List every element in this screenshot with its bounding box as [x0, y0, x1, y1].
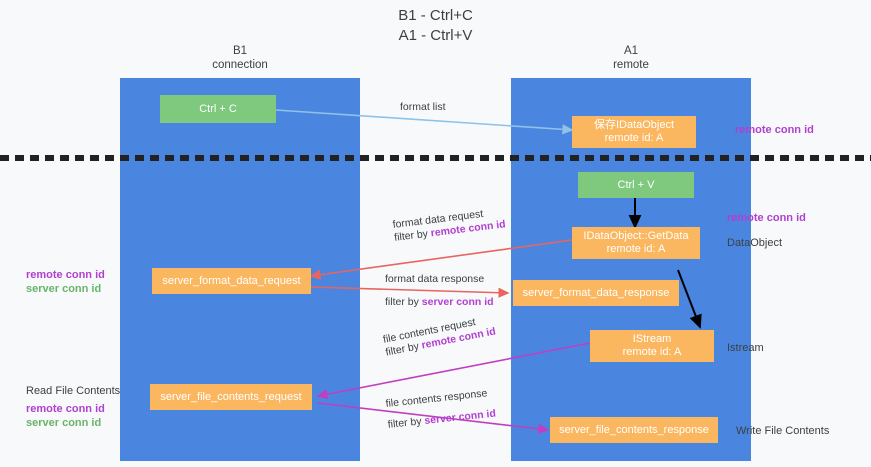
node-idataobject-getdata-line1: IDataObject::GetData	[583, 230, 689, 242]
annotation-right-remote-conn-id-top: remote conn id	[735, 123, 814, 137]
node-ctrl-v[interactable]: Ctrl + V	[578, 172, 694, 198]
annotation-text: remote conn id	[26, 269, 105, 281]
annotation-text: DataObject	[727, 237, 783, 249]
annotation-text: Istream	[727, 342, 764, 354]
edge-label-format-data-response: format data response filter by server co…	[385, 273, 494, 309]
node-server-format-data-request-label: server_format_data_request	[162, 274, 301, 287]
node-istream-line1: IStream	[632, 333, 672, 345]
node-server-format-data-response[interactable]: server_format_data_response	[513, 280, 679, 306]
column-header-b1-name: B1	[232, 45, 248, 57]
annotation-text: remote conn id	[735, 124, 814, 136]
annotation-left-remote-conn-id-mid: remote conn id	[26, 268, 105, 282]
edge-label-format-data-request: format data request filter by remote con…	[392, 205, 506, 244]
node-ctrl-v-label: Ctrl + V	[617, 178, 655, 191]
node-save-idataobject-line1: 保存IDataObject	[593, 119, 675, 131]
annotation-text: Write File Contents	[736, 425, 830, 437]
node-server-format-data-request[interactable]: server_format_data_request	[152, 268, 311, 294]
column-header-a1: A1 remote	[511, 44, 751, 72]
page-title: B1 - Ctrl+C A1 - Ctrl+V	[0, 6, 871, 46]
column-header-b1: B1 connection	[120, 44, 360, 72]
annotation-left-server-conn-id-mid: server conn id	[26, 282, 101, 296]
node-server-file-contents-response[interactable]: server_file_contents_response	[550, 417, 718, 443]
node-idataobject-getdata-line2: remote id: A	[606, 243, 666, 255]
annotation-text: Read File Contents	[26, 385, 121, 397]
annotation-text: server conn id	[26, 283, 102, 295]
edge-label-file-contents-response-filter: filter by server conn id	[387, 408, 496, 432]
node-istream[interactable]: IStream remote id: A	[590, 330, 714, 362]
node-server-file-contents-response-label: server_file_contents_response	[559, 423, 709, 436]
annotation-right-istream: Istream	[727, 341, 764, 355]
phase-separator-dashed-line	[0, 155, 871, 161]
title-line-1: B1 - Ctrl+C	[398, 7, 473, 24]
node-ctrl-c-label: Ctrl + C	[199, 102, 237, 115]
node-save-idataobject-line2: remote id: A	[604, 132, 664, 144]
edge-label-file-contents-response: file contents response filter by server …	[385, 387, 497, 432]
annotation-right-write-file-contents: Write File Contents	[736, 424, 829, 438]
filter-key-server-conn-id: server conn id	[423, 407, 497, 427]
annotation-right-remote-conn-id-mid: remote conn id	[727, 211, 806, 225]
node-server-file-contents-request-label: server_file_contents_request	[160, 390, 302, 403]
annotation-right-dataobject: DataObject	[727, 236, 782, 250]
filter-prefix: filter by	[387, 415, 426, 431]
annotation-text: server conn id	[26, 417, 102, 429]
edge-label-file-contents-response-text: file contents response	[385, 387, 488, 410]
edge-label-format-list-text: format list	[400, 101, 446, 113]
node-ctrl-c[interactable]: Ctrl + C	[160, 95, 276, 123]
title-line-2: A1 - Ctrl+V	[398, 27, 473, 44]
node-server-format-data-response-label: server_format_data_response	[522, 286, 670, 299]
annotation-text: remote conn id	[727, 212, 806, 224]
column-header-a1-name: A1	[623, 45, 639, 57]
column-header-b1-role: connection	[212, 59, 268, 71]
node-server-file-contents-request[interactable]: server_file_contents_request	[150, 384, 312, 410]
edge-label-format-list: format list	[400, 101, 446, 114]
node-istream-line2: remote id: A	[622, 346, 682, 358]
annotation-text: remote conn id	[26, 403, 105, 415]
column-header-a1-role: remote	[613, 59, 649, 71]
edge-label-format-data-response-filter: filter by server conn id	[385, 296, 494, 309]
annotation-left-read-file-contents: Read File Contents	[26, 384, 120, 398]
node-save-idataobject[interactable]: 保存IDataObject remote id: A	[572, 116, 696, 148]
node-idataobject-getdata[interactable]: IDataObject::GetData remote id: A	[572, 227, 700, 259]
edge-label-file-contents-request: file contents request filter by remote c…	[382, 313, 497, 360]
filter-prefix: filter by	[385, 296, 422, 308]
annotation-left-server-conn-id-bottom: server conn id	[26, 416, 101, 430]
annotation-left-remote-conn-id-bottom: remote conn id	[26, 402, 105, 416]
edge-label-format-data-response-text: format data response	[385, 273, 485, 285]
filter-key-server-conn-id: server conn id	[421, 296, 494, 308]
